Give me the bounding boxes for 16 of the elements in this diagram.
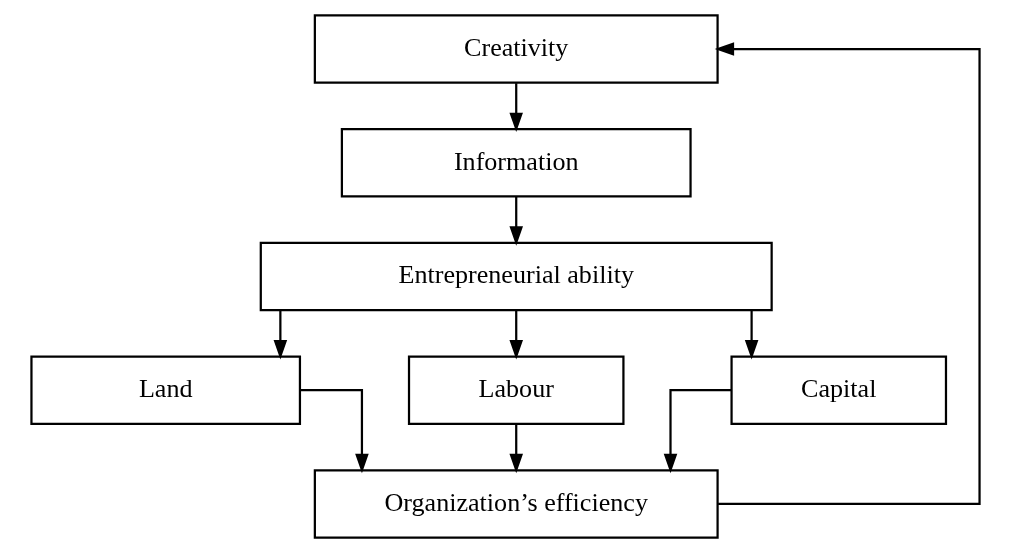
arrow xyxy=(714,42,981,506)
node-box: Capital xyxy=(729,355,947,425)
node-box: Organization’s efficiency xyxy=(313,469,719,539)
arrow xyxy=(508,424,523,474)
node-box: Creativity xyxy=(313,14,719,84)
arrow xyxy=(273,310,287,360)
node-box: Land xyxy=(29,355,301,425)
arrow xyxy=(508,310,523,360)
arrow xyxy=(299,389,369,474)
node-box: Labour xyxy=(407,355,625,425)
node-box: Entrepreneurial ability xyxy=(259,241,773,312)
arrow xyxy=(508,196,523,246)
arrow xyxy=(508,83,523,133)
arrow xyxy=(663,389,731,474)
node-box: Information xyxy=(340,128,692,198)
arrow xyxy=(744,310,758,360)
